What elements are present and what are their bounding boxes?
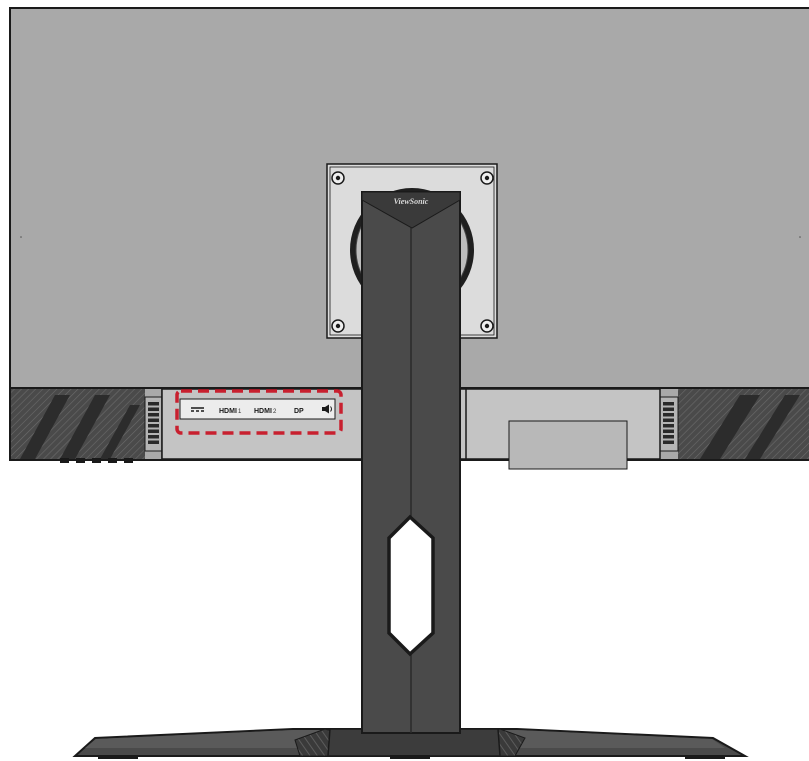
housing-dot: [20, 236, 22, 238]
vent-slot: [663, 407, 674, 411]
vent-slot: [148, 402, 159, 406]
port-hdmi2-number: 2: [273, 409, 277, 415]
control-button: [108, 458, 117, 463]
right-accent-stripes: [700, 395, 800, 459]
port-labels: HDMI 1 HDMI 2 DP: [191, 404, 332, 415]
screw-icon: [480, 319, 494, 333]
vent-slot: [663, 429, 674, 433]
vent-slot: [148, 413, 159, 417]
screw-icon: [331, 319, 345, 333]
screw-icon: [480, 171, 494, 185]
base-foot: [390, 755, 430, 759]
port-dp-label: DP: [294, 408, 304, 415]
vent-slot: [148, 440, 159, 444]
bottom-buttons: [60, 458, 133, 463]
vent-slots: [148, 402, 674, 444]
vent-slot: [663, 418, 674, 422]
label-plate: [508, 420, 628, 470]
vent-slot: [148, 435, 159, 439]
vent-slot: [148, 407, 159, 411]
vent-slot: [663, 424, 674, 428]
vent-slot: [148, 429, 159, 433]
base-foot: [685, 755, 725, 759]
screw-icon: [331, 171, 345, 185]
port-hdmi1-label: HDMI: [219, 408, 237, 415]
brand-logo: ViewSonic: [394, 197, 429, 206]
control-button: [60, 458, 69, 463]
stand-base: [72, 728, 749, 759]
vent-slot: [148, 418, 159, 422]
audio-out-icon: [322, 404, 332, 414]
port-hdmi1-number: 1: [238, 409, 242, 415]
left-accent-stripes: [20, 395, 140, 459]
port-strip: [179, 398, 336, 420]
base-foot: [98, 755, 138, 759]
control-button: [124, 458, 133, 463]
cable-management-hole: [387, 514, 435, 657]
vent-slot: [663, 413, 674, 417]
control-button: [92, 458, 101, 463]
dc-power-icon: [191, 407, 204, 412]
stand-neck: ViewSonic: [361, 191, 461, 734]
vent-slot: [663, 440, 674, 444]
port-hdmi2-label: HDMI: [254, 408, 272, 415]
vent-slot: [663, 435, 674, 439]
vent-slot: [663, 402, 674, 406]
neck-top-bevel: [361, 191, 461, 229]
port-highlight-box: [175, 389, 343, 435]
vent-slot: [148, 424, 159, 428]
control-button: [76, 458, 85, 463]
housing-dot: [799, 236, 801, 238]
